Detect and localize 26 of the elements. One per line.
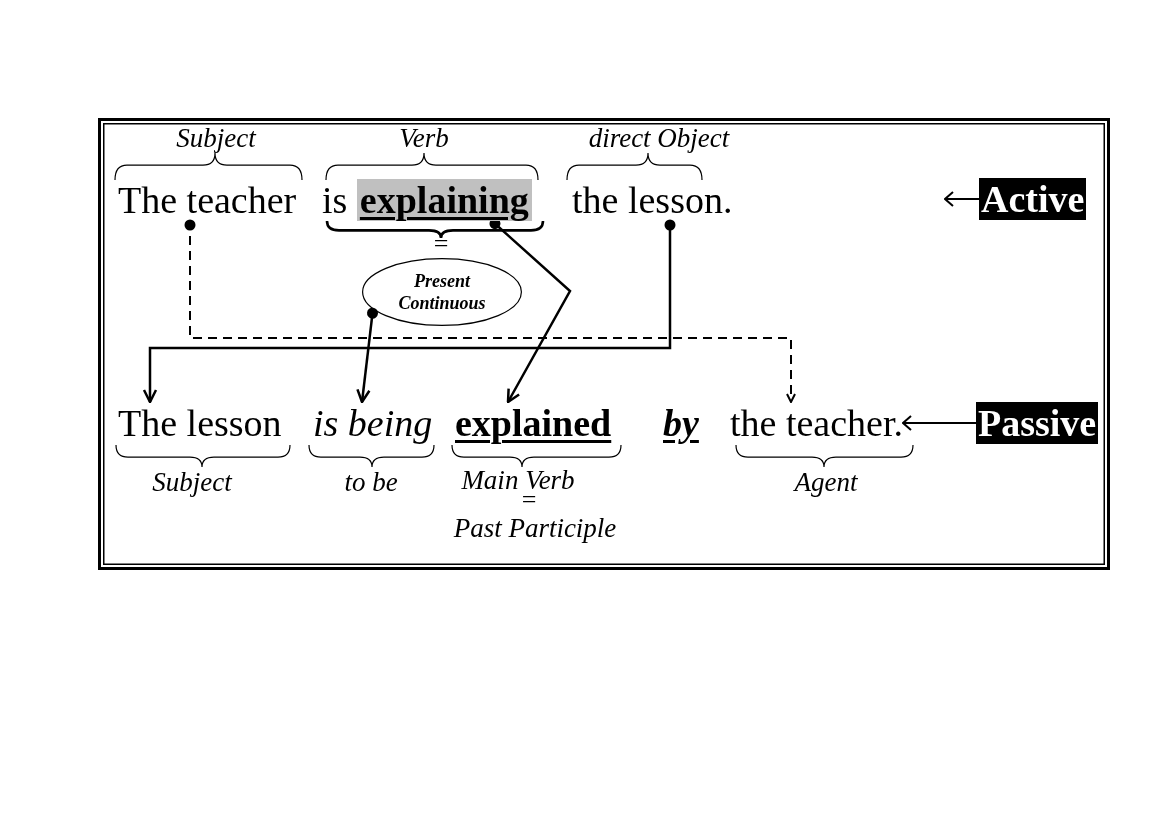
pointer-arrow [902,415,977,431]
annotation-text: Past Participle [453,514,617,542]
phrase-text: The teacher [118,179,297,221]
connector-arrow [356,307,379,404]
term-ellipse [362,258,522,326]
dashed-arrow [184,219,796,403]
underlined-word: explained [455,402,612,444]
annotation-text: Subject [152,468,232,496]
annotation-text: to be [344,468,398,496]
equals-sign: = [433,238,449,250]
connector-arrow [142,219,676,404]
equals-sign: = [521,494,537,506]
annotation-text: Subject [176,124,256,152]
annotation-text: Main Verb [461,466,575,494]
ellipse-text: Present Continuous [397,270,487,314]
annotation-text: Verb [399,124,449,152]
phrase-text: is being [313,402,433,444]
phrase-text: The lesson [118,402,282,444]
phrase-text: the lesson. [572,179,733,221]
inverted-label: Active [979,178,1087,220]
phrase-text: the teacher. [730,402,903,444]
annotation-text: direct Object [588,124,730,152]
inverted-label: Passive [976,402,1099,444]
pointer-arrow [944,191,980,207]
underlined-word: by [663,402,699,444]
annotation-text: Agent [794,468,858,496]
